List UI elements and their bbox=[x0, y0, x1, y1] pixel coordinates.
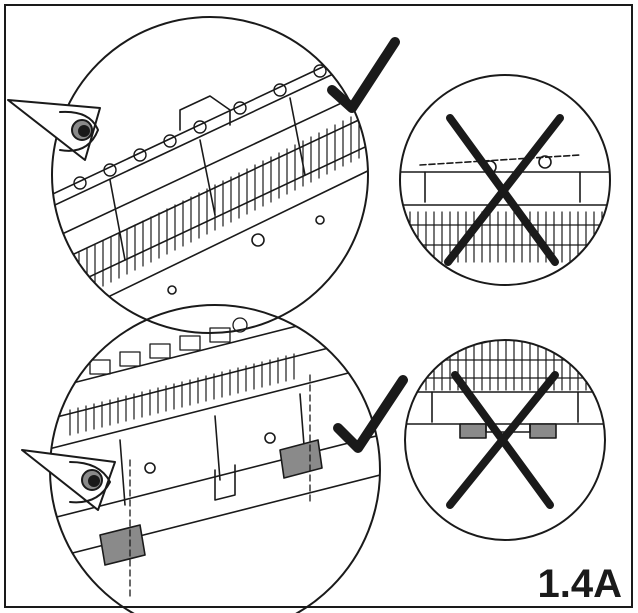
bottom-incorrect-panel bbox=[404, 339, 606, 541]
top-correct-panel bbox=[7, 16, 400, 334]
x-mark-icon bbox=[444, 114, 564, 266]
bottom-left-ribs bbox=[69, 353, 295, 436]
figure-label: 1.4A bbox=[537, 562, 623, 606]
top-right-rail-detail bbox=[400, 154, 610, 263]
x-mark-icon bbox=[446, 371, 559, 509]
top-left-ribs bbox=[54, 112, 360, 311]
eye-icon bbox=[21, 449, 116, 511]
top-left-rail-detail bbox=[52, 39, 368, 331]
top-incorrect-panel bbox=[399, 74, 611, 286]
eye-icon bbox=[7, 99, 101, 161]
check-mark-icon bbox=[327, 37, 400, 113]
bottom-left-rail-detail bbox=[50, 305, 380, 601]
bottom-correct-panel bbox=[21, 304, 408, 613]
check-mark-icon bbox=[333, 375, 408, 453]
